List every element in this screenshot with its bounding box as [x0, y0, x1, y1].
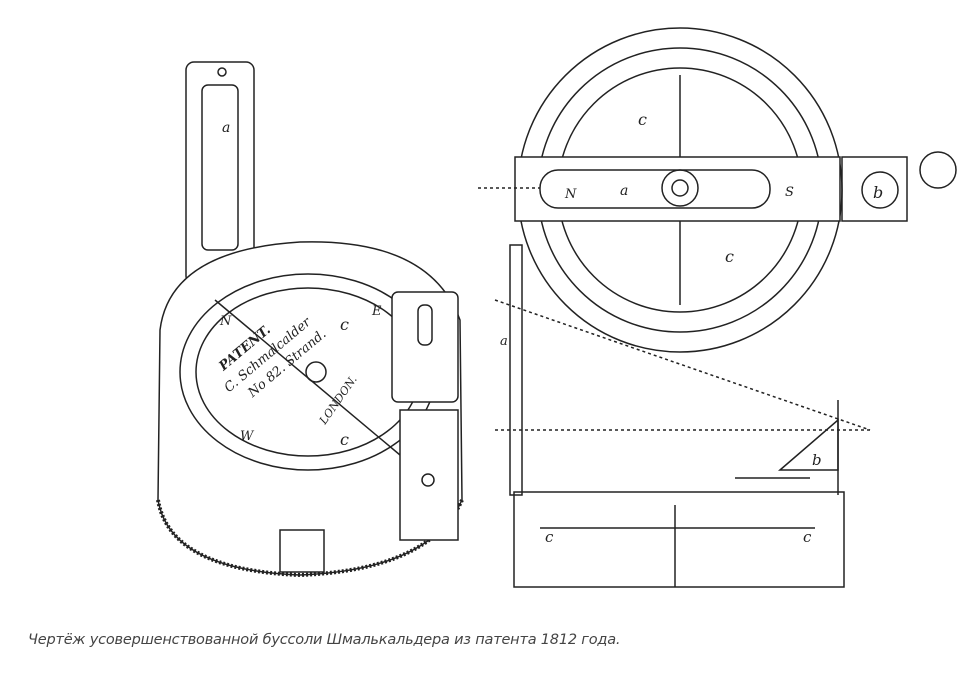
compass-plan-view: a b c c N S: [478, 27, 957, 353]
label-c: c: [340, 315, 349, 334]
compass-patent-drawing: a c c N E W PATENT. C. Schmalcalder No 8…: [156, 27, 957, 588]
plan-label-c-2: c: [725, 247, 734, 266]
label-c-2: c: [340, 430, 349, 449]
compass-perspective-view: a c c N E W PATENT. C. Schmalcalder No 8…: [156, 61, 464, 578]
plan-label-a: a: [620, 183, 628, 199]
label-w: W: [240, 429, 255, 444]
plan-label-s: S: [785, 185, 794, 200]
label-e: E: [371, 304, 382, 319]
plan-label-c: c: [638, 110, 647, 129]
compass-section-view: a b c c: [494, 244, 871, 588]
figure-caption: Чертёж усовершенствованной буссоли Шмаль…: [28, 632, 621, 648]
label-a: a: [222, 120, 230, 136]
section-label-c-2: c: [803, 528, 812, 546]
section-label-a: a: [500, 334, 508, 349]
label-n: N: [219, 314, 232, 329]
section-label-b: b: [812, 451, 822, 469]
plan-label-b: b: [873, 183, 883, 202]
section-label-c: c: [545, 528, 554, 546]
plan-label-n: N: [564, 187, 577, 202]
